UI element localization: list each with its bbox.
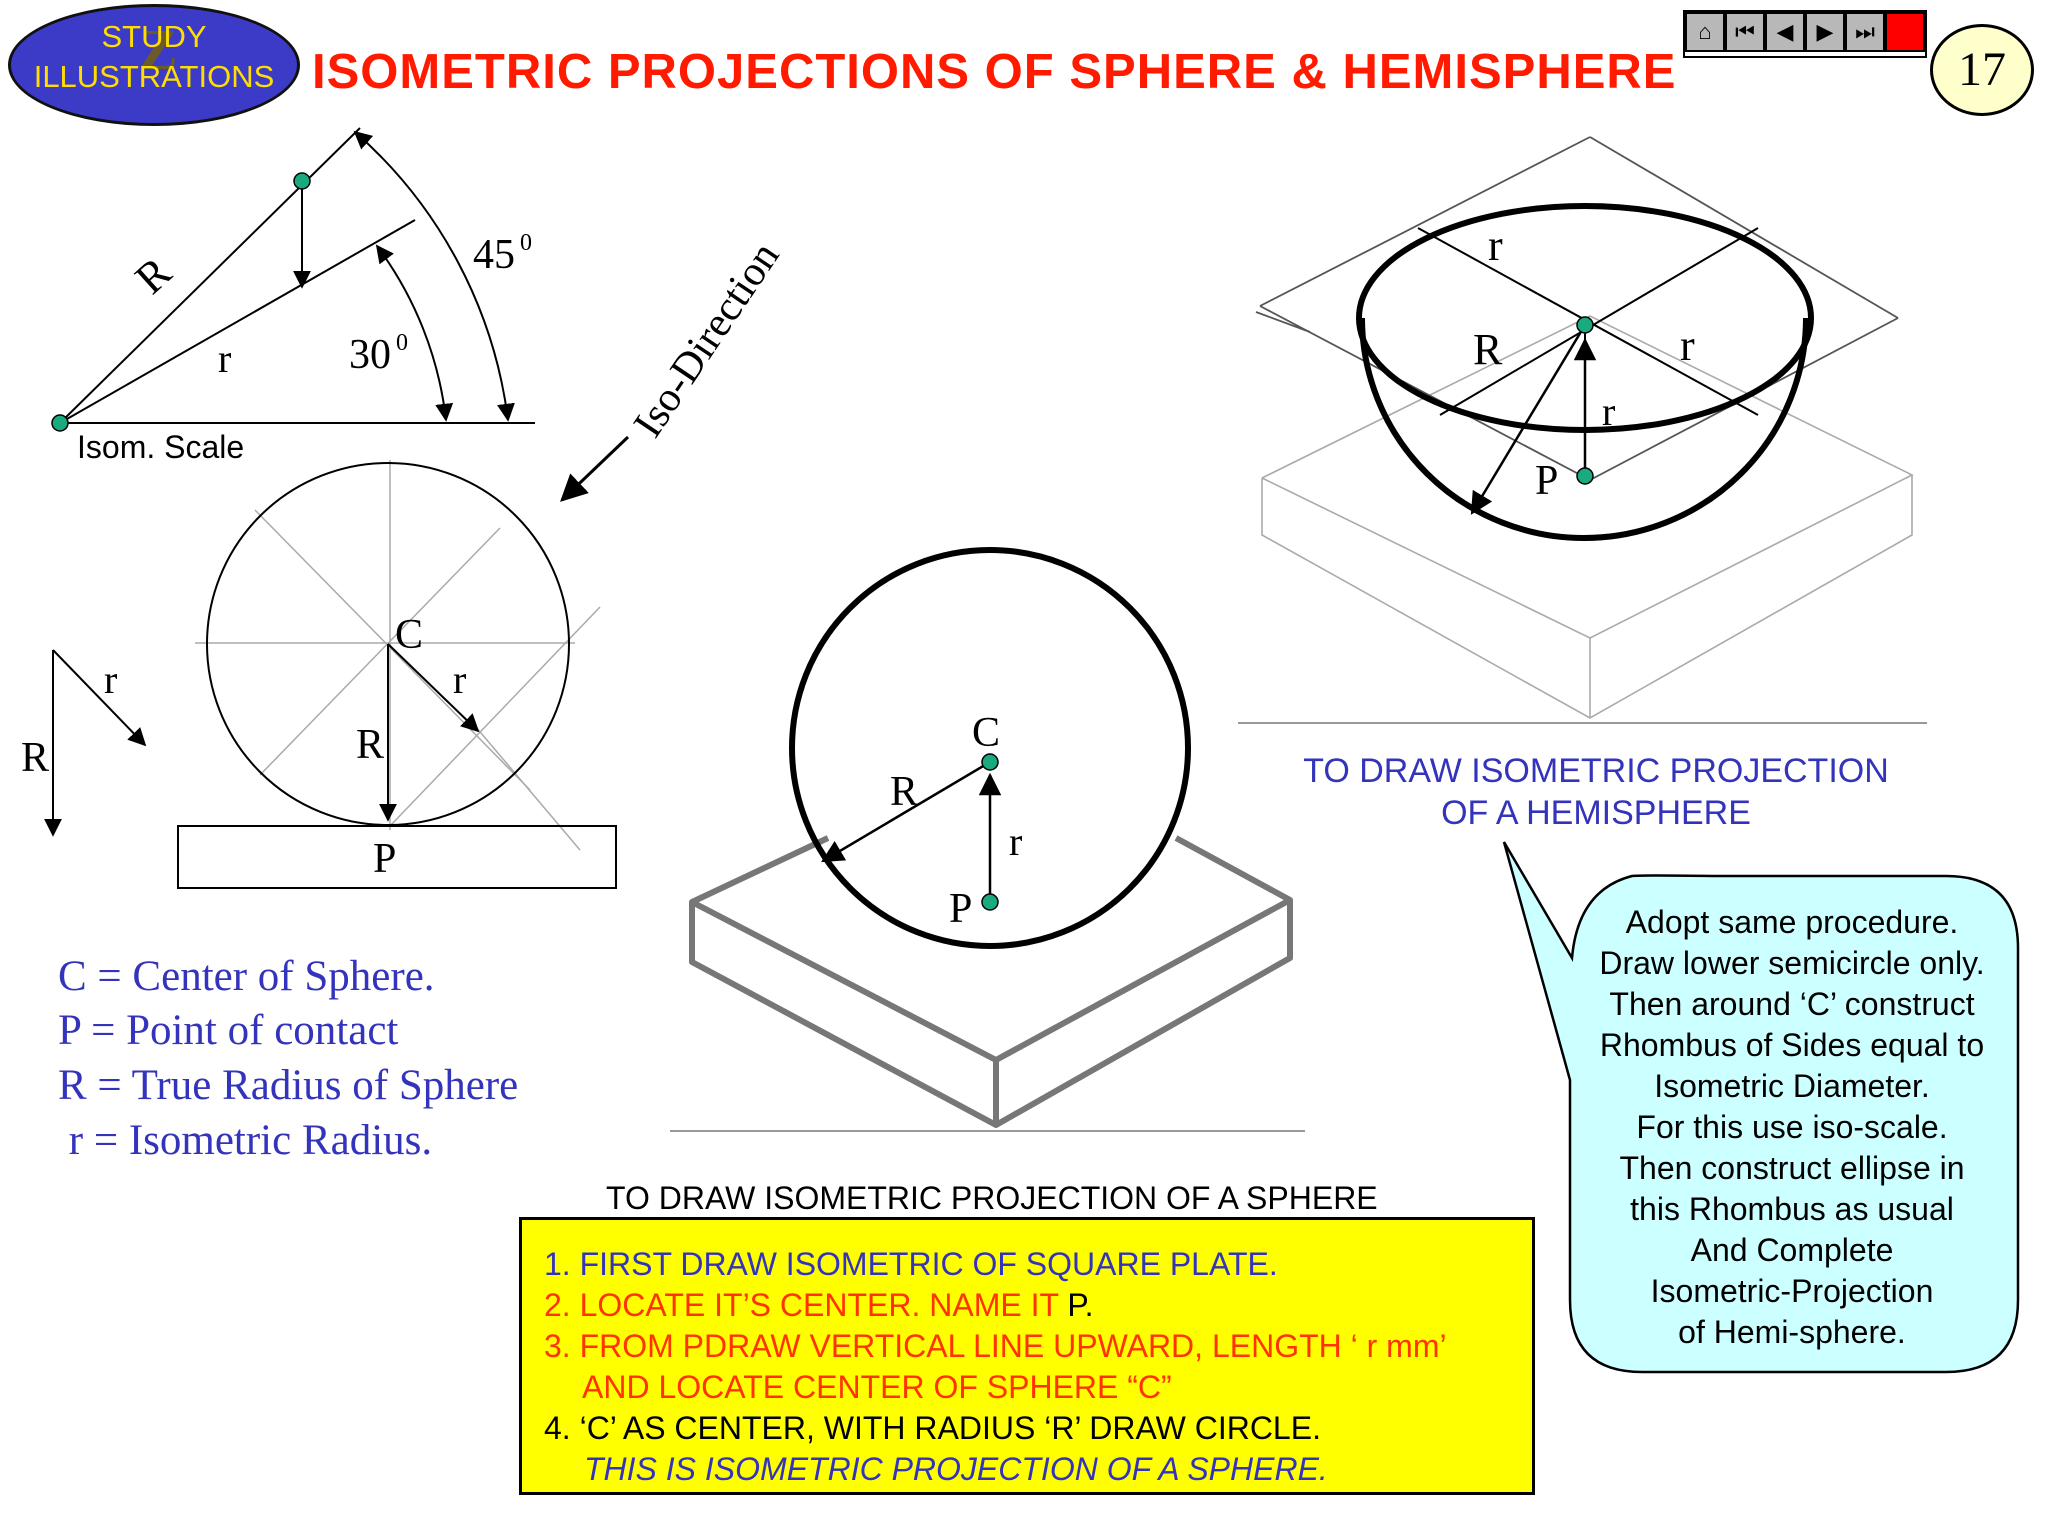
hemi-r-top-label: r: [1488, 221, 1503, 270]
sphere-P-label: P: [949, 886, 972, 932]
isometric-sphere-diagram: C R r P: [670, 547, 1305, 1132]
sphere-r-label: r: [1009, 819, 1022, 864]
last-icon[interactable]: ⏭: [1845, 12, 1885, 52]
legend-item-C: C = Center of Sphere.: [58, 953, 435, 1000]
callout-line: Rhombus of Sides equal to: [1599, 1027, 1985, 1063]
true-length-line-R: [59, 127, 361, 424]
hemisphere-R-arrow: [1470, 324, 1587, 515]
stop-icon[interactable]: [1885, 12, 1925, 52]
scale-r-label: r: [218, 336, 231, 381]
plate-front-view: [177, 825, 617, 889]
angle-30-label: 30: [349, 332, 391, 378]
angle-45-degree: 0: [520, 230, 532, 256]
contact-point-P: [981, 893, 999, 911]
callout-text: Adopt same procedure. Draw lower semicir…: [1572, 902, 2012, 1353]
legend-item-P: P = Point of contact: [58, 1007, 399, 1054]
logo-z-mark: Z: [139, 17, 178, 82]
callout-line: Isometric-Projection: [1650, 1273, 1934, 1309]
callout-line: Then construct ellipse in: [1619, 1150, 1965, 1186]
callout-line: Isometric Diameter.: [1654, 1068, 1930, 1104]
hemi-r-right-label: r: [1680, 321, 1695, 370]
callout-line: Draw lower semicircle only.: [1599, 945, 1985, 981]
step-3: 3. FROM PDRAW VERTICAL LINE UPWARD, LENG…: [544, 1328, 1447, 1364]
scale-R-label: R: [126, 247, 181, 303]
circle-C-label: C: [395, 612, 423, 658]
angle-30-arc: [375, 244, 454, 422]
hemi-R-label: R: [1473, 325, 1503, 374]
logo-line-2: ILLUSTRATIONS: [33, 59, 275, 94]
iso-direction-arrow: [560, 435, 630, 502]
isometric-hemisphere-diagram: r R r r P: [1238, 136, 1927, 724]
sphere-C-label: C: [972, 710, 1000, 756]
legend-item-r: r = Isometric Radius.: [58, 1117, 433, 1164]
callout-line: For this use iso-scale.: [1636, 1109, 1948, 1145]
plate-P-label: P: [373, 836, 396, 882]
angle-45-label: 45: [473, 232, 515, 278]
callout-line: Adopt same procedure.: [1625, 904, 1959, 940]
step-conclusion: THIS IS ISOMETRIC PROJECTION OF A SPHERE…: [584, 1451, 1328, 1487]
slide-navigation: ⌂ ⏮ ◀ ▶ ⏭: [1683, 10, 1927, 58]
study-illustrations-logo[interactable]: Z STUDY ILLUSTRATIONS: [8, 4, 300, 126]
scale-origin-point: [51, 414, 69, 432]
angle-30-degree: 0: [396, 330, 408, 356]
step-2-point: P.: [1067, 1287, 1094, 1323]
sphere-heading: TO DRAW ISOMETRIC PROJECTION OF A SPHERE: [606, 1180, 1378, 1216]
circle-R-label: R: [356, 722, 384, 768]
iso-direction-label: Iso-Direction: [625, 234, 788, 445]
legend-item-R: R = True Radius of Sphere: [58, 1062, 519, 1109]
isometric-scale-diagram: R r 45 0 30 0 Isom. Scale Iso-Direction: [51, 127, 789, 502]
step-3-cont: AND LOCATE CENTER OF SPHERE “C”: [582, 1369, 1172, 1405]
page-title: ISOMETRIC PROJECTIONS OF SPHERE & HEMISP…: [312, 45, 1677, 99]
angle-45-arc: [353, 130, 515, 422]
logo-line-1: STUDY: [101, 19, 207, 54]
circle-r-label: r: [453, 657, 466, 702]
page-number-badge: 17: [1930, 24, 2034, 116]
side-r-label: r: [104, 657, 117, 702]
callout-line: this Rhombus as usual: [1630, 1191, 1954, 1227]
hemisphere-heading-line-1: TO DRAW ISOMETRIC PROJECTION: [1303, 752, 1889, 790]
hemisphere-lower-outline: [1359, 317, 1809, 541]
sphere-outline: [789, 547, 1191, 949]
hemisphere-heading-line-2: OF A HEMISPHERE: [1441, 794, 1751, 832]
callout-line: Then around ‘C’ construct: [1609, 986, 1975, 1022]
sphere-center-C: [981, 753, 999, 771]
side-R-label: R: [21, 735, 49, 781]
step-4: 4. ‘C’ AS CENTER, WITH RADIUS ‘R’ DRAW C…: [544, 1410, 1321, 1446]
callout-line: And Complete: [1690, 1232, 1894, 1268]
home-icon[interactable]: ⌂: [1685, 12, 1725, 52]
hemisphere-contact-point: [1576, 467, 1594, 485]
prev-icon[interactable]: ◀: [1765, 12, 1805, 52]
hemisphere-heading: TO DRAW ISOMETRIC PROJECTION OF A HEMISP…: [1236, 750, 1956, 834]
scale-top-point: [293, 172, 311, 190]
sphere-R-label: R: [890, 769, 918, 815]
step-2-text: 2. LOCATE IT’S CENTER. NAME IT: [544, 1287, 1068, 1323]
first-icon[interactable]: ⏮: [1725, 12, 1765, 52]
side-r-arrow: [52, 649, 147, 747]
sphere-construction-diagram: C r R P r R: [21, 460, 617, 889]
step-2: 2. LOCATE IT’S CENTER. NAME IT P.: [544, 1285, 1532, 1326]
hemisphere-center-point: [1576, 316, 1594, 334]
sphere-R-arrow: [821, 760, 991, 863]
procedure-steps-box: 1. FIRST DRAW ISOMETRIC OF SQUARE PLATE.…: [519, 1217, 1535, 1495]
hemi-r-mid-label: r: [1602, 389, 1615, 434]
callout-bubble: [1502, 841, 2020, 1374]
hemi-P-label: P: [1535, 458, 1558, 504]
isom-scale-caption: Isom. Scale: [77, 429, 244, 465]
iso-length-line-r: [59, 219, 416, 424]
callout-line: of Hemi-sphere.: [1678, 1314, 1906, 1350]
next-icon[interactable]: ▶: [1805, 12, 1845, 52]
step-1: 1. FIRST DRAW ISOMETRIC OF SQUARE PLATE.: [544, 1246, 1278, 1282]
